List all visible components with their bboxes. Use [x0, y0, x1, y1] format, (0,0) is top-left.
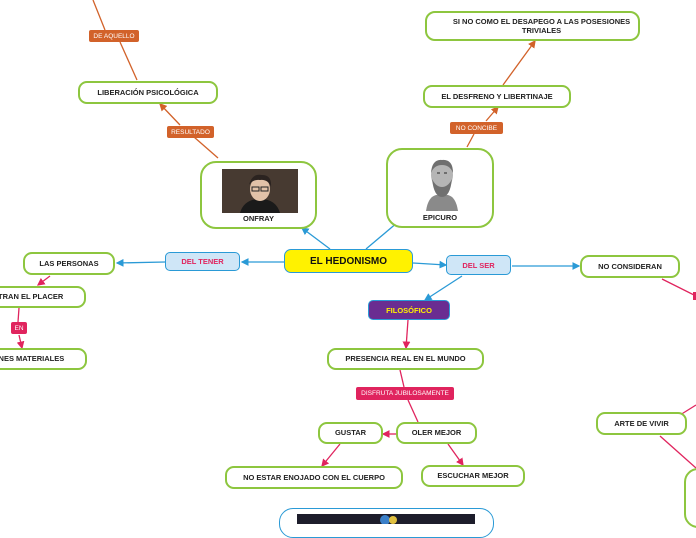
node-desapego[interactable]: SI NO COMO EL DESAPEGO A LAS POSESIONES … [425, 11, 640, 41]
node-gustar[interactable]: GUSTAR [318, 422, 383, 444]
node-materiales[interactable]: ONES MATERIALES [0, 348, 87, 370]
connector-lines [16, 0, 696, 469]
epicuro-bust-image [426, 159, 458, 211]
node-presencia[interactable]: PRESENCIA REAL EN EL MUNDO [327, 348, 484, 370]
epicuro-node[interactable]: EPICURO [386, 148, 494, 228]
node-desfreno[interactable]: EL DESFRENO Y LIBERTINAJE [423, 85, 571, 108]
node-encuentran[interactable]: NTRAN EL PLACER [0, 286, 86, 308]
branch-del-ser[interactable]: DEL SER [446, 255, 511, 275]
node-escuchar[interactable]: ESCUCHAR MEJOR [421, 465, 525, 487]
label-disfruta: DISFRUTA JUBILOSAMENTE [356, 387, 454, 400]
node-no-consideran[interactable]: NO CONSIDERAN [580, 255, 680, 278]
onfray-node[interactable]: ONFRAY [200, 161, 317, 229]
node-arte[interactable]: ARTE DE VIVIR [596, 412, 687, 435]
label-no-concibe: NO CONCIBE [450, 122, 503, 134]
root-node[interactable]: EL HEDONISMO [284, 249, 413, 273]
node-no-enojado[interactable]: NO ESTAR ENOJADO CON EL CUERPO [225, 466, 403, 489]
node-partial-bottom[interactable] [279, 508, 494, 538]
onfray-portrait-image [222, 169, 298, 213]
label-resultado: RESULTADO [167, 126, 214, 138]
node-las-personas[interactable]: LAS PERSONAS [23, 252, 115, 275]
epicuro-caption: EPICURO [422, 213, 458, 222]
node-partial-right[interactable] [684, 468, 696, 528]
label-de-aquello: DE AQUELLO [89, 30, 139, 42]
branch-del-tener[interactable]: DEL TENER [165, 252, 240, 271]
bottom-image [297, 514, 475, 524]
node-liberacion[interactable]: LIBERACIÓN PSICOLÓGICA [78, 81, 218, 104]
branch-filosofico[interactable]: FILOSÓFICO [368, 300, 450, 320]
label-en: EN [11, 322, 27, 334]
node-oler[interactable]: OLER MEJOR [396, 422, 477, 444]
onfray-caption: ONFRAY [243, 214, 274, 223]
